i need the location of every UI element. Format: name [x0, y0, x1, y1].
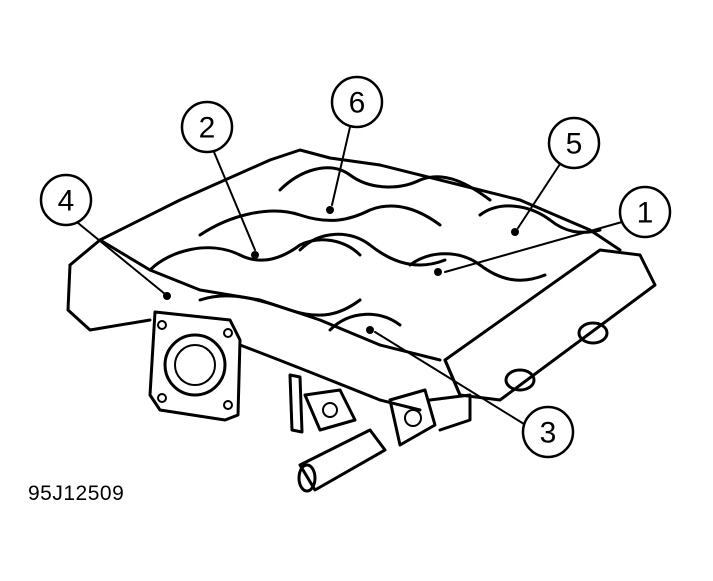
- svg-text:3: 3: [540, 417, 557, 450]
- bolt-1-mark: [434, 268, 442, 276]
- callout-6: 6: [330, 75, 384, 129]
- svg-text:2: 2: [199, 112, 216, 145]
- callout-5: 5: [547, 116, 601, 170]
- svg-text:1: 1: [637, 197, 654, 230]
- callout-2: 2: [180, 100, 234, 154]
- svg-text:5: 5: [566, 128, 583, 161]
- leader-lines: [77, 126, 623, 425]
- svg-text:4: 4: [58, 185, 75, 218]
- figure-id-label: 95J12509: [28, 482, 125, 505]
- bolt-6-mark: [326, 206, 334, 214]
- callout-3: 3: [521, 405, 575, 459]
- callout-1: 1: [618, 185, 672, 239]
- callout-4: 4: [39, 173, 93, 227]
- bolt-5-mark: [511, 228, 519, 236]
- manifold-drawing: [66, 148, 657, 493]
- bolt-3-mark: [366, 326, 374, 334]
- svg-text:6: 6: [349, 87, 366, 120]
- bolt-2-mark: [251, 251, 259, 259]
